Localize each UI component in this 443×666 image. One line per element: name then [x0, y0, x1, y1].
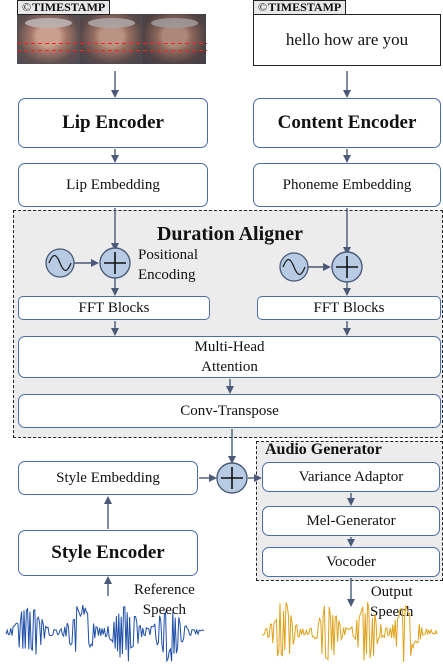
lip-timestamp-label: TIMESTAMP	[32, 0, 106, 14]
positional-encoding-left	[45, 247, 131, 279]
reference-speech-waveform	[5, 605, 205, 663]
positional-encoding-line-1: Positional	[138, 247, 199, 263]
duration-aligner-title: Duration Aligner	[156, 222, 304, 245]
reference-speech-label: Reference Speech	[134, 580, 195, 620]
style-encoder-label: Style Encoder	[51, 542, 165, 563]
text-timestamp-badge: © TIMESTAMP	[253, 0, 347, 15]
attention-line-1: Multi-Head	[194, 339, 265, 355]
fft-blocks-left-label: FFT Blocks	[78, 299, 150, 316]
style-encoder: Style Encoder	[18, 530, 198, 576]
phoneme-embedding-label: Phoneme Embedding	[282, 176, 412, 193]
lip-timestamp-badge: © TIMESTAMP	[17, 0, 111, 15]
output-speech-waveform	[261, 602, 438, 662]
fft-blocks-left: FFT Blocks	[18, 296, 210, 320]
conv-transpose: Conv-Transpose	[18, 394, 441, 428]
lip-encoder-label: Lip Encoder	[62, 112, 164, 133]
input-text: hello how are you	[285, 30, 409, 49]
waveform-path	[261, 602, 438, 662]
vocoder-label: Vocoder	[326, 553, 376, 570]
audio-generator-title: Audio Generator	[265, 441, 382, 458]
lip-embedding: Lip Embedding	[18, 163, 208, 207]
output-line-1: Output	[370, 584, 413, 600]
content-encoder-label: Content Encoder	[277, 112, 417, 133]
attention-line-2: Attention	[201, 359, 258, 375]
variance-adaptor-label: Variance Adaptor	[298, 468, 404, 485]
conv-transpose-label: Conv-Transpose	[180, 402, 279, 419]
positional-encoding-label: Positional Encoding	[138, 245, 228, 285]
copyright-icon: ©	[258, 0, 268, 14]
text-timestamp-label: TIMESTAMP	[268, 0, 342, 14]
lip-video-frames	[17, 14, 207, 64]
multi-head-attention: Multi-Head Attention	[18, 336, 441, 378]
style-embedding: Style Embedding	[18, 461, 198, 495]
fft-blocks-right: FFT Blocks	[257, 296, 441, 320]
content-encoder: Content Encoder	[253, 98, 441, 148]
fft-blocks-right-label: FFT Blocks	[313, 299, 385, 316]
copyright-icon: ©	[22, 0, 32, 14]
phoneme-embedding: Phoneme Embedding	[253, 163, 441, 207]
style-fusion-add	[199, 462, 262, 494]
reference-line-2: Speech	[142, 602, 187, 618]
variance-adaptor: Variance Adaptor	[262, 462, 440, 492]
vocoder: Vocoder	[262, 547, 440, 577]
mel-generator-label: Mel-Generator	[306, 512, 396, 529]
style-embedding-label: Style Embedding	[56, 469, 160, 486]
text-input-box: hello how are you	[253, 14, 441, 66]
positional-encoding-right	[279, 251, 363, 283]
reference-line-1: Reference	[134, 582, 195, 598]
waveform-path	[5, 605, 205, 663]
mel-generator: Mel-Generator	[262, 506, 440, 536]
lip-encoder: Lip Encoder	[18, 98, 208, 148]
lip-embedding-label: Lip Embedding	[66, 176, 160, 193]
positional-encoding-line-2: Encoding	[138, 267, 196, 283]
